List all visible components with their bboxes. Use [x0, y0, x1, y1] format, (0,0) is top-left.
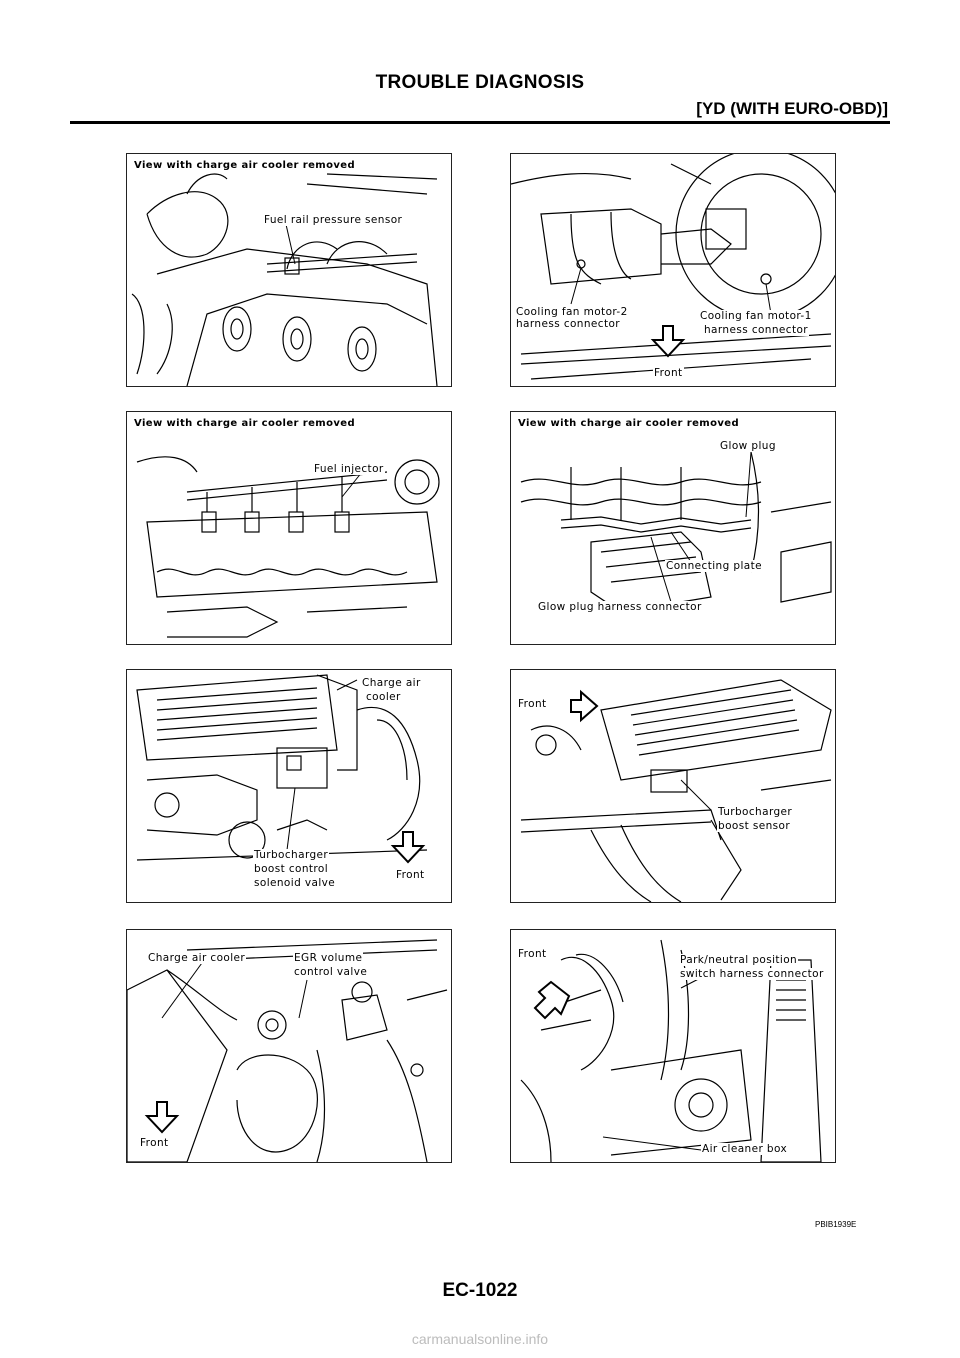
- figure-turbocharger-boost-control-solenoid: Charge air cooler Turbocharger boost con…: [126, 669, 452, 903]
- label-boost-sensor: boost sensor: [717, 820, 792, 832]
- label-solenoid-valve: solenoid valve: [253, 877, 337, 889]
- engine-drawing: [520, 679, 832, 902]
- engine-drawing: [131, 173, 438, 386]
- label-charge-air-cooler: Charge air cooler: [147, 952, 247, 964]
- label-switch-harness-connector: switch harness connector: [679, 968, 825, 980]
- engine-drawing: [520, 451, 832, 613]
- page-title: TROUBLE DIAGNOSIS: [375, 72, 585, 93]
- label-front: Front: [653, 367, 684, 379]
- label-cooling-fan-motor-1: Cooling fan motor-1: [699, 310, 813, 322]
- label-harness-connector-2: harness connector: [515, 318, 622, 330]
- label-fuel-rail-pressure-sensor: Fuel rail pressure sensor: [263, 214, 404, 226]
- figure-turbocharger-boost-sensor: Front Turbocharger boost sensor: [510, 669, 836, 903]
- label-harness-connector-1: harness connector: [703, 324, 810, 336]
- figure-id: PBIB1939E: [815, 1220, 857, 1229]
- label-front: Front: [517, 948, 548, 960]
- engine-drawing: [136, 674, 428, 864]
- panel-title: View with charge air cooler removed: [517, 418, 741, 430]
- figure-glow-plug: View with charge air cooler removed Glow…: [510, 411, 836, 645]
- label-air-cleaner-box: Air cleaner box: [701, 1143, 789, 1155]
- label-control-valve: control valve: [293, 966, 369, 978]
- figure-cooling-fan-motor-connectors: Cooling fan motor-2 harness connector Co…: [510, 153, 836, 387]
- label-front: Front: [395, 869, 426, 881]
- label-cooler: cooler: [365, 691, 402, 703]
- label-cooling-fan-motor-2: Cooling fan motor-2: [515, 306, 629, 318]
- label-park-neutral-position: Park/neutral position: [679, 954, 799, 966]
- label-fuel-injector: Fuel injector: [313, 463, 385, 475]
- label-boost-control: boost control: [253, 863, 330, 875]
- panel-title: View with charge air cooler removed: [133, 160, 357, 172]
- label-turbocharger: Turbocharger: [253, 849, 330, 861]
- label-turbocharger: Turbocharger: [717, 806, 794, 818]
- engine-drawing: [136, 456, 440, 638]
- figure-fuel-rail-pressure-sensor: View with charge air cooler removed Fuel…: [126, 153, 452, 387]
- label-charge-air: Charge air: [361, 677, 422, 689]
- label-front: Front: [517, 698, 548, 710]
- watermark: carmanualsonline.info: [411, 1331, 549, 1347]
- figure-park-neutral-position-switch: Front Park/neutral position switch harne…: [510, 929, 836, 1163]
- engine-drawing: [511, 154, 835, 380]
- page-number: EC-1022: [442, 1280, 518, 1301]
- label-connecting-plate: Connecting plate: [665, 560, 763, 572]
- label-front: Front: [139, 1137, 170, 1149]
- engine-drawing: [127, 939, 448, 1162]
- label-glow-plug: Glow plug: [719, 440, 777, 452]
- panel-title: View with charge air cooler removed: [133, 418, 357, 430]
- label-glow-plug-harness-connector: Glow plug harness connector: [537, 601, 703, 613]
- label-egr-volume: EGR volume: [293, 952, 364, 964]
- section-title: [YD (WITH EURO-OBD)]: [696, 99, 888, 118]
- figure-fuel-injector: View with charge air cooler removed Fuel…: [126, 411, 452, 645]
- header-rule: [70, 121, 890, 124]
- figure-egr-volume-control-valve: Charge air cooler EGR volume control val…: [126, 929, 452, 1163]
